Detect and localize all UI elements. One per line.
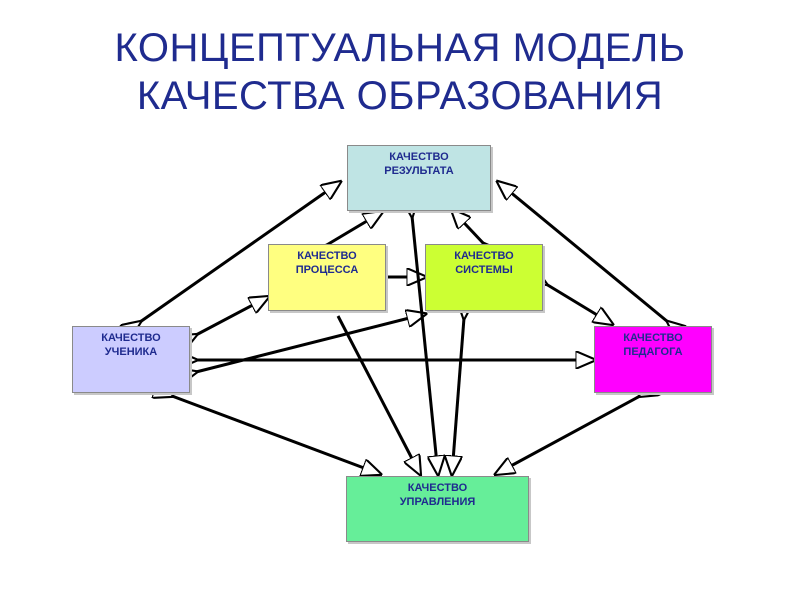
node-process-line2: ПРОЦЕССА <box>295 264 359 276</box>
arrow-system-result <box>452 210 484 244</box>
node-management: КАЧЕСТВО УПРАВЛЕНИЯ <box>346 476 529 542</box>
node-result: КАЧЕСТВО РЕЗУЛЬТАТА <box>347 145 491 211</box>
node-process: КАЧЕСТВО ПРОЦЕССА <box>268 244 386 311</box>
node-teacher: КАЧЕСТВО ПЕДАГОГА <box>594 326 712 393</box>
arrow-student-management <box>172 396 380 474</box>
node-teacher-line1: КАЧЕСТВО <box>623 332 683 344</box>
node-system-line2: СИСТЕМЫ <box>455 264 513 276</box>
arrow-process-management <box>336 315 420 474</box>
node-result-line2: РЕЗУЛЬТАТА <box>384 165 454 177</box>
arrow-student-result <box>140 182 340 322</box>
node-student: КАЧЕСТВО УЧЕНИКА <box>72 326 190 393</box>
node-student-line1: КАЧЕСТВО <box>101 332 161 344</box>
node-process-line1: КАЧЕСТВО <box>297 250 357 262</box>
node-management-line1: КАЧЕСТВО <box>407 482 468 494</box>
arrow-system-management <box>452 318 464 474</box>
title-line-1: КОНЦЕПТУАЛЬНАЯ МОДЕЛЬ <box>114 26 686 70</box>
arrow-result-management <box>412 216 438 474</box>
node-teacher-line2: ПЕДАГОГА <box>623 346 683 358</box>
node-management-line2: УПРАВЛЕНИЯ <box>399 496 476 508</box>
arrow-student-process <box>196 297 268 335</box>
node-system-line1: КАЧЕСТВО <box>454 250 514 262</box>
arrow-student-system <box>196 314 425 372</box>
node-result-line1: КАЧЕСТВО <box>389 151 449 163</box>
node-student-line2: УЧЕНИКА <box>104 346 158 358</box>
diagram-title: КОНЦЕПТУАЛЬНАЯ МОДЕЛЬ КАЧЕСТВА ОБРАЗОВАН… <box>0 24 800 120</box>
node-system: КАЧЕСТВО СИСТЕМЫ <box>425 244 543 311</box>
arrow-teacher-result <box>498 182 668 322</box>
title-line-2: КАЧЕСТВА ОБРАЗОВАНИЯ <box>136 74 664 118</box>
arrow-system-teacher <box>546 284 612 324</box>
arrow-teacher-management <box>496 396 640 474</box>
arrow-process-result <box>325 212 382 246</box>
